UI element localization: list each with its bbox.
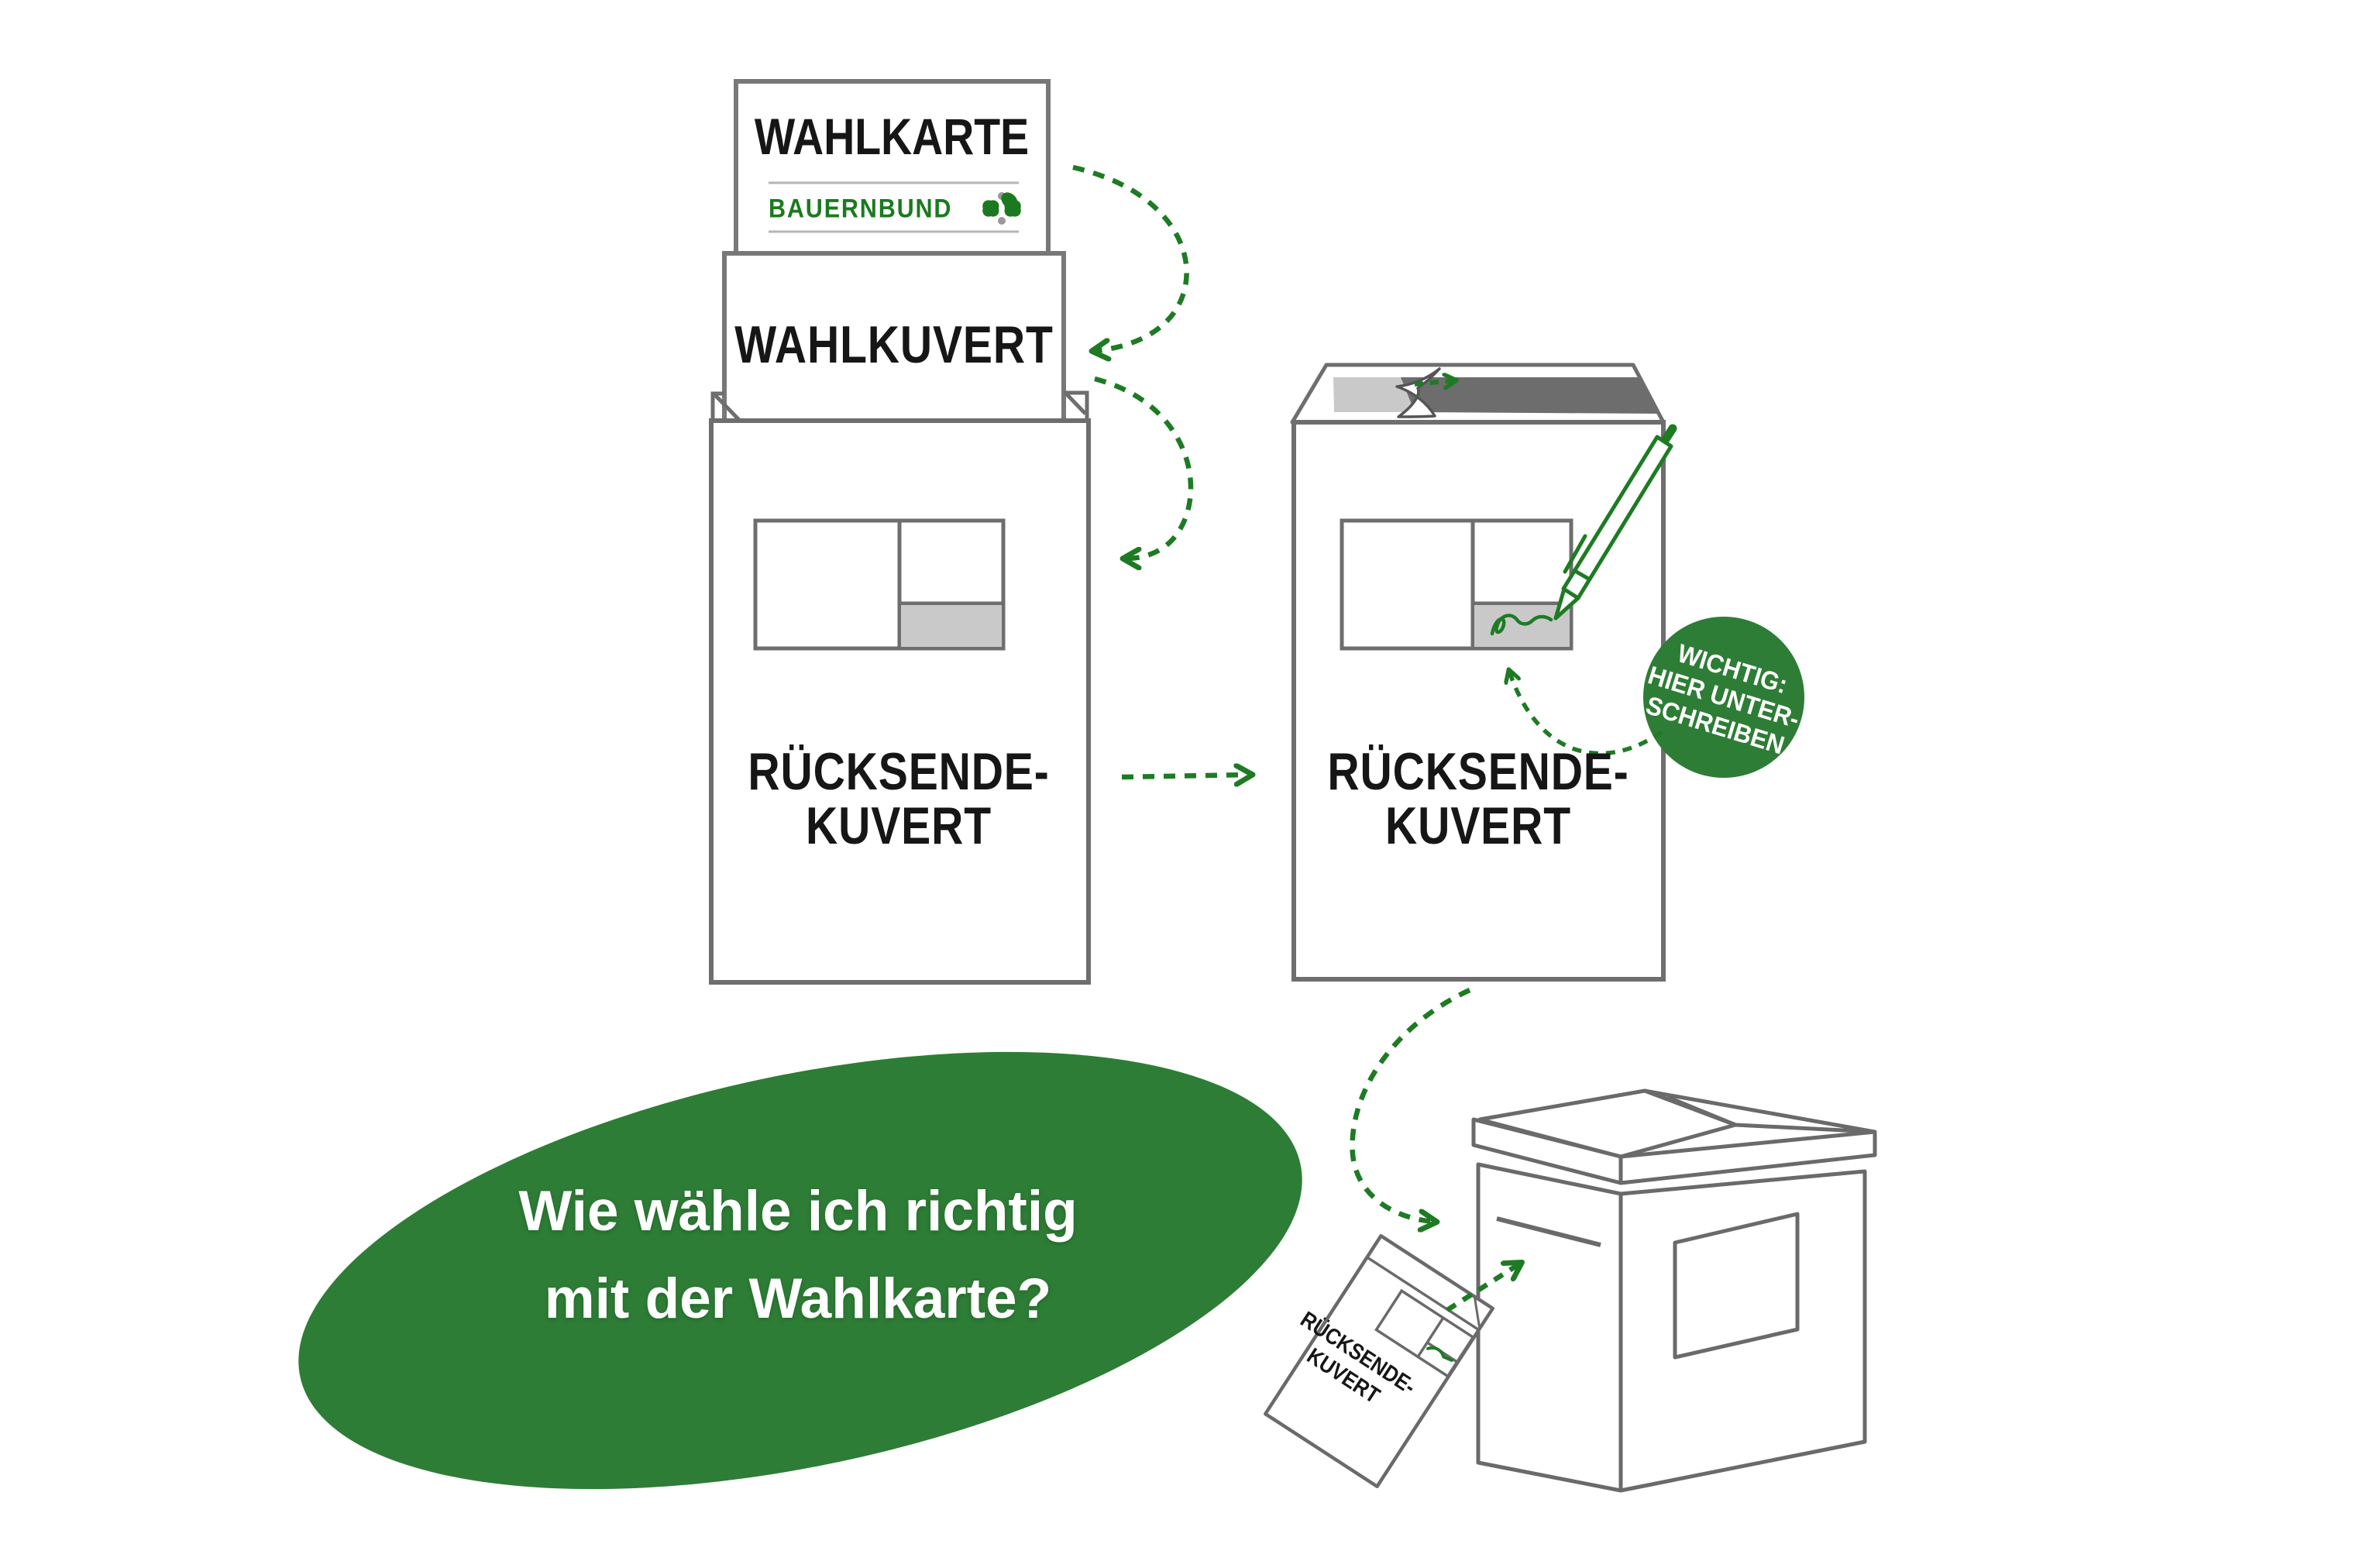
arrow-envelope-to-ballot-box bbox=[1350, 988, 1471, 1222]
small-return-envelope bbox=[1264, 1234, 1494, 1488]
flap-inside-light bbox=[1333, 377, 1415, 412]
arrow-small-envelope-to-slot bbox=[1446, 1264, 1520, 1312]
question-line1: Wie wähle ich richtig bbox=[518, 1180, 1078, 1243]
ballot-box-window bbox=[1673, 1212, 1800, 1360]
pen-icon bbox=[1553, 424, 1677, 621]
question-line2: mit der Wahlkarte? bbox=[544, 1267, 1052, 1330]
arrow-card-into-slot bbox=[1414, 380, 1455, 384]
return-envelope-right-label-line2: KUVERT bbox=[1385, 796, 1571, 855]
small-envelope-address-block bbox=[1374, 1288, 1475, 1378]
return-envelope-right-label-line1: RÜCKSENDE- bbox=[1327, 742, 1629, 801]
paper-corner-wedge bbox=[1395, 367, 1441, 418]
wichtig-badge bbox=[1643, 617, 1804, 778]
ballot-box-body-left-face bbox=[1476, 1162, 1623, 1493]
address-block-left bbox=[753, 518, 1006, 651]
return-envelope-left-label-line1: RÜCKSENDE- bbox=[748, 742, 1050, 801]
arrow-wahlkarte-to-wahlkuvert bbox=[1072, 164, 1189, 351]
wahlkarte-card bbox=[734, 79, 1051, 256]
ballot-box-slot bbox=[1496, 1216, 1601, 1247]
return-envelope-left-mouth bbox=[710, 390, 1089, 422]
wahlkarte-brand-label: BAUERNBUND bbox=[769, 194, 953, 224]
signature-field-right bbox=[1474, 605, 1570, 647]
address-block-right bbox=[1340, 518, 1573, 651]
question-text: Wie wähle ich richtig mit der Wahlkarte? bbox=[518, 1167, 1077, 1343]
dashed-green-arrows bbox=[1072, 164, 1663, 1312]
ballot-box bbox=[1471, 1088, 1877, 1493]
signature-scribble bbox=[1490, 614, 1553, 636]
small-envelope-signature bbox=[1426, 1346, 1453, 1362]
clover-icon bbox=[982, 192, 1021, 225]
arrow-left-to-right-envelope bbox=[1121, 775, 1250, 777]
ballot-box-lid-band-right bbox=[1618, 1130, 1877, 1185]
wahlkarte-title: WAHLKARTE bbox=[754, 108, 1030, 165]
signature-field-left bbox=[901, 605, 1002, 647]
return-envelope-left bbox=[709, 418, 1091, 985]
return-envelope-right-label: RÜCKSENDE- KUVERT bbox=[1327, 744, 1629, 853]
question-ellipse bbox=[298, 1051, 1302, 1490]
return-envelope-right bbox=[1291, 420, 1666, 982]
return-envelope-left-label-line2: KUVERT bbox=[806, 796, 992, 855]
arrow-wahlkuvert-to-return-envelope bbox=[1094, 376, 1194, 559]
flap-inside-slot-dark bbox=[1401, 377, 1659, 414]
return-envelope-left-label: RÜCKSENDE- KUVERT bbox=[748, 744, 1049, 853]
wahlkuvert-label: WAHLKUVERT bbox=[734, 315, 1054, 374]
